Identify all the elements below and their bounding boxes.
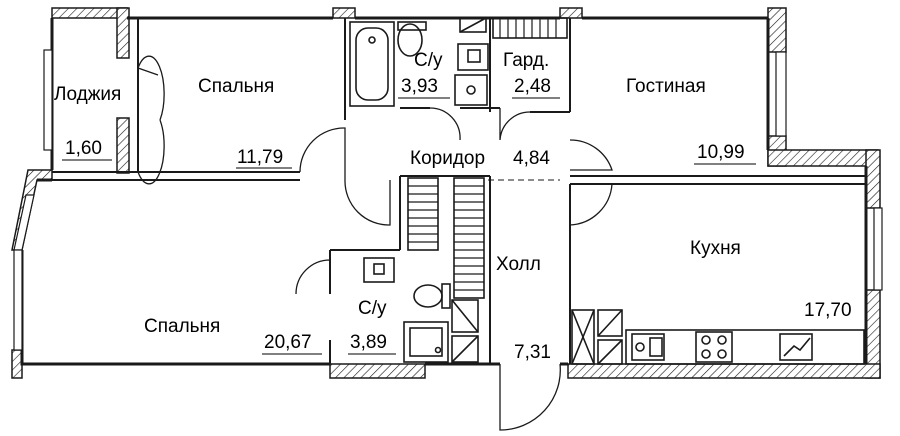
doors [137, 55, 613, 431]
room-area-bedroom-bottom: 20,67 [264, 332, 312, 353]
room-name-bath-top: С/у [414, 50, 443, 71]
room-name-loggia: Лоджия [54, 84, 121, 105]
bath-bottom-fixtures [363, 257, 479, 363]
windows [13, 49, 883, 351]
area-underlines [62, 97, 756, 355]
room-area-living: 10,99 [697, 142, 745, 163]
room-area-hall: 7,31 [514, 342, 551, 363]
room-name-living: Гостиная [626, 76, 706, 97]
kitchen-fixtures [571, 309, 865, 365]
room-area-loggia: 1,60 [65, 138, 102, 159]
room-name-corridor: Коридор [410, 148, 485, 169]
wardrobe-shelves [407, 17, 568, 299]
room-area-kitchen: 17,70 [804, 300, 852, 321]
room-name-bath-bottom: С/у [358, 298, 387, 319]
room-name-bedroom-bottom: Спальня [144, 316, 220, 337]
room-name-bedroom-top: Спальня [198, 76, 274, 97]
room-area-bedroom-top: 11,79 [237, 147, 283, 168]
interior-walls [37, 18, 866, 364]
room-name-hall: Холл [496, 254, 541, 275]
room-labels: Лоджия 1,60 Спальня 11,79 С/у 3,93 Гард.… [54, 50, 852, 363]
room-area-bath-bottom: 3,89 [350, 332, 387, 353]
room-area-bath-top: 3,93 [401, 76, 438, 97]
room-area-wardrobe: 2,48 [514, 76, 551, 97]
bath-top-fixtures [349, 17, 489, 107]
room-name-wardrobe: Гард. [503, 50, 549, 71]
exterior-walls [11, 7, 881, 379]
room-area-corridor: 4,84 [513, 148, 550, 169]
room-name-kitchen: Кухня [690, 238, 741, 259]
outer-walls [20, 16, 868, 366]
